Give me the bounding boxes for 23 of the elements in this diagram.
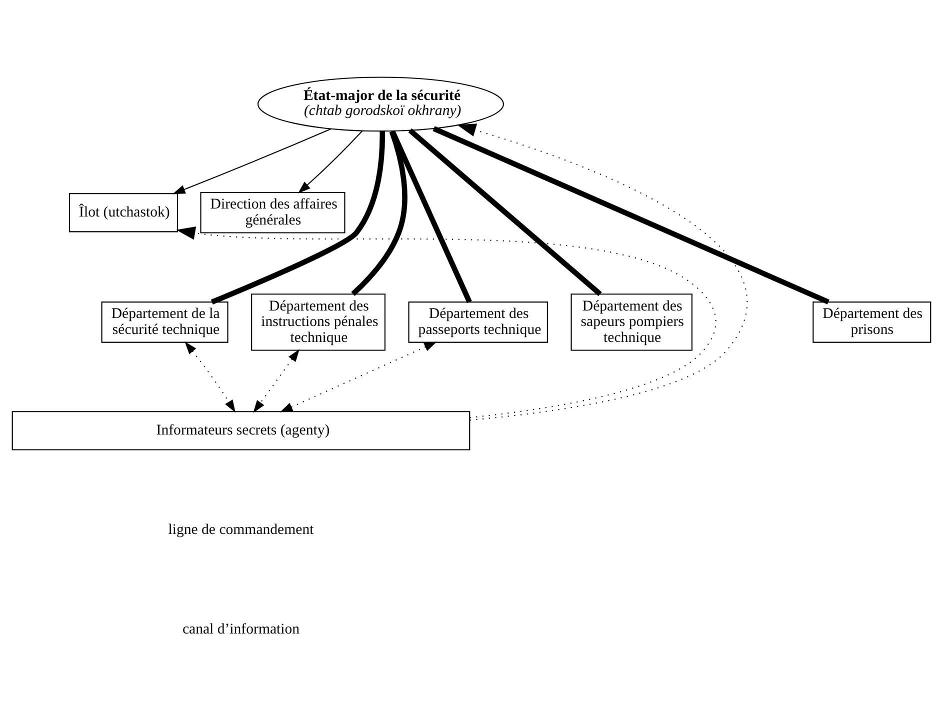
- arrow: [184, 341, 236, 412]
- arrow: [456, 123, 748, 420]
- node-box: Direction des affaires générales: [200, 192, 346, 233]
- connector: [432, 126, 830, 304]
- node-box: Îlot (utchastok): [68, 192, 178, 232]
- node-box: Département de la sécurité technique: [101, 301, 228, 342]
- node-ellipse: État-major de la sécurité (chtab gorodskoï okhrany): [257, 76, 504, 132]
- node-box: Département des prisons: [812, 301, 932, 342]
- connector: [390, 130, 472, 303]
- legend-label: ligne de commandement: [168, 522, 314, 538]
- legend-label: canal d’information: [182, 621, 300, 638]
- arrow: [253, 348, 300, 412]
- arrow: [176, 226, 716, 418]
- connector: [210, 131, 386, 304]
- connector: [408, 128, 602, 296]
- node-box: Département des passeports technique: [408, 301, 548, 342]
- node-box: Département des sapeurs pompiers technique: [570, 293, 692, 350]
- arrow: [280, 341, 437, 412]
- connector: [351, 130, 408, 296]
- node-box: Informateurs secrets (agenty): [12, 410, 470, 450]
- arrow: [172, 128, 332, 194]
- node-box: Département des instructions pénales technique: [251, 293, 386, 350]
- arrow: [298, 130, 363, 193]
